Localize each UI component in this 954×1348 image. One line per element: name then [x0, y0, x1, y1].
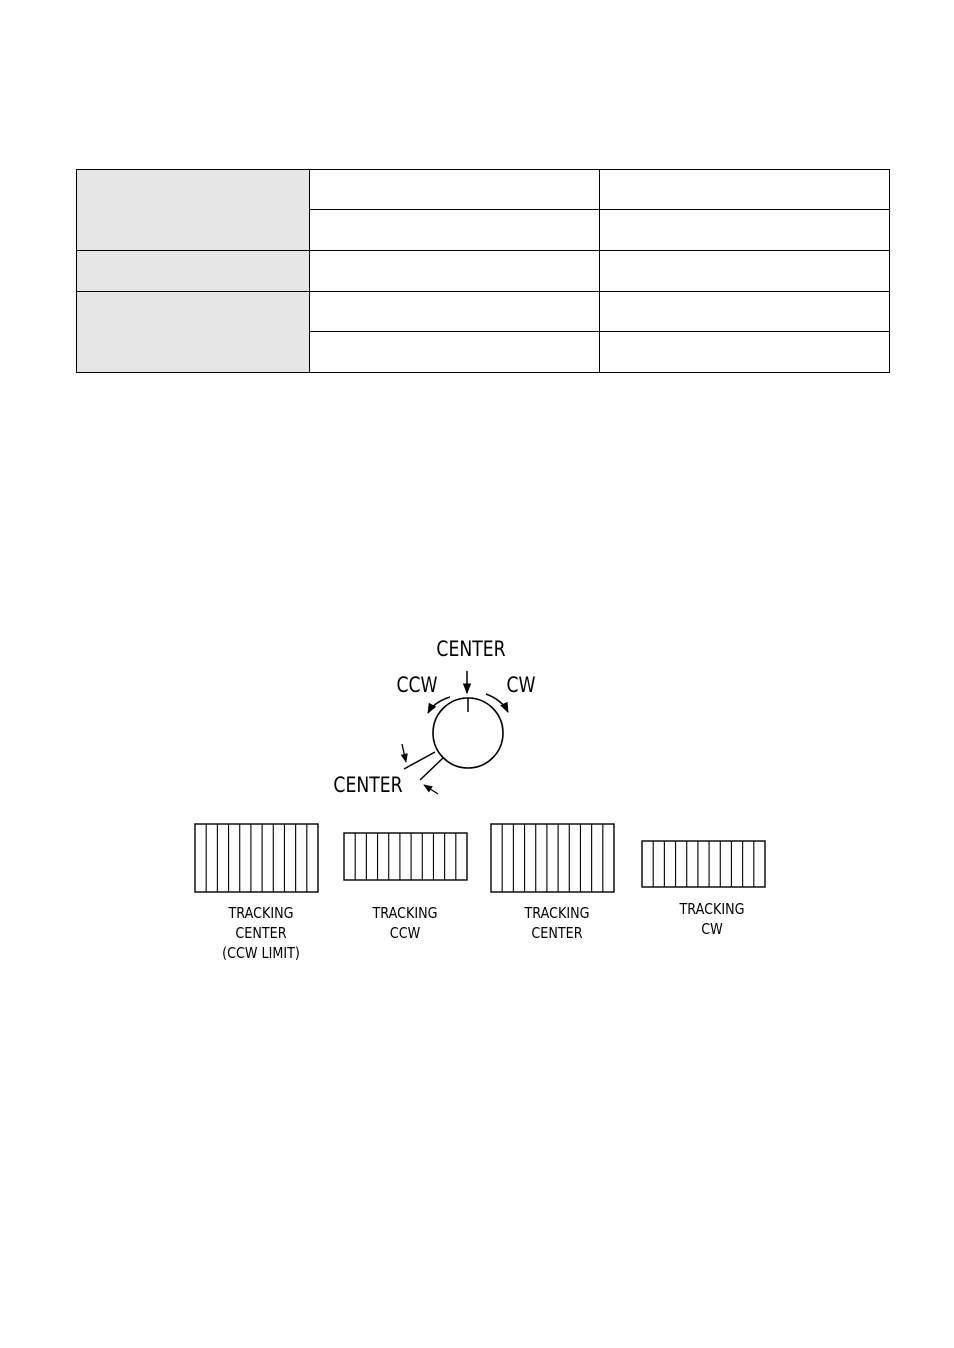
tracking-panel-frame	[641, 840, 766, 888]
table-cell	[599, 250, 890, 292]
tracking-panel-label: CW	[701, 921, 723, 938]
ccw-limit-arrow-icon	[400, 743, 408, 763]
knob-top-label: CENTER	[436, 636, 505, 661]
tracking-panel-label: TRACKING	[524, 905, 590, 922]
table-row	[76, 250, 890, 292]
row-header-1	[76, 169, 310, 251]
tracking-panel-label: CENTER	[235, 925, 286, 942]
tracking-knob: CENTER CCW CW CENTER	[333, 636, 535, 797]
tracking-panel-label: TRACKING	[228, 905, 294, 922]
tracking-panel-frame	[343, 832, 468, 881]
tracking-panel: TRACKING CENTER (CCW LIMIT)	[194, 823, 319, 962]
row-header-2	[76, 250, 310, 292]
tracking-panel-frame	[490, 823, 615, 893]
knob-ccw-label: CCW	[396, 672, 437, 697]
table-row	[77, 331, 890, 373]
ccw-limit-extension-line	[419, 757, 444, 781]
cw-arrow-icon	[485, 693, 509, 713]
tracking-panel: TRACKING CCW	[343, 832, 468, 942]
tracking-panel-frame	[194, 823, 319, 893]
tracking-panel-label: CENTER	[531, 925, 582, 942]
ccw-arrow-icon	[427, 696, 451, 714]
tracking-panel: TRACKING CW	[641, 840, 766, 938]
tracking-panel-label: TRACKING	[679, 901, 745, 918]
table-row	[77, 209, 890, 251]
table-cell	[309, 250, 600, 292]
table-row	[76, 291, 890, 373]
ccw-limit-arrow-icon	[423, 784, 439, 795]
knob-side-label: CENTER	[333, 772, 402, 797]
ccw-limit-extension-line	[403, 751, 436, 770]
spec-table	[76, 169, 890, 373]
table-cell	[309, 169, 600, 210]
tracking-panel-label: (CCW LIMIT)	[222, 945, 300, 962]
knob-cw-label: CW	[506, 672, 535, 697]
table-cell	[309, 209, 600, 251]
tracking-panel: TRACKING CENTER	[490, 823, 615, 942]
row-header-3	[76, 291, 310, 373]
table-cell	[309, 291, 600, 332]
table-cell	[309, 331, 600, 373]
table-cell	[599, 331, 890, 373]
tracking-panel-label: TRACKING	[372, 905, 438, 922]
tracking-panel-label: CCW	[390, 925, 421, 942]
table-cell	[599, 291, 890, 332]
